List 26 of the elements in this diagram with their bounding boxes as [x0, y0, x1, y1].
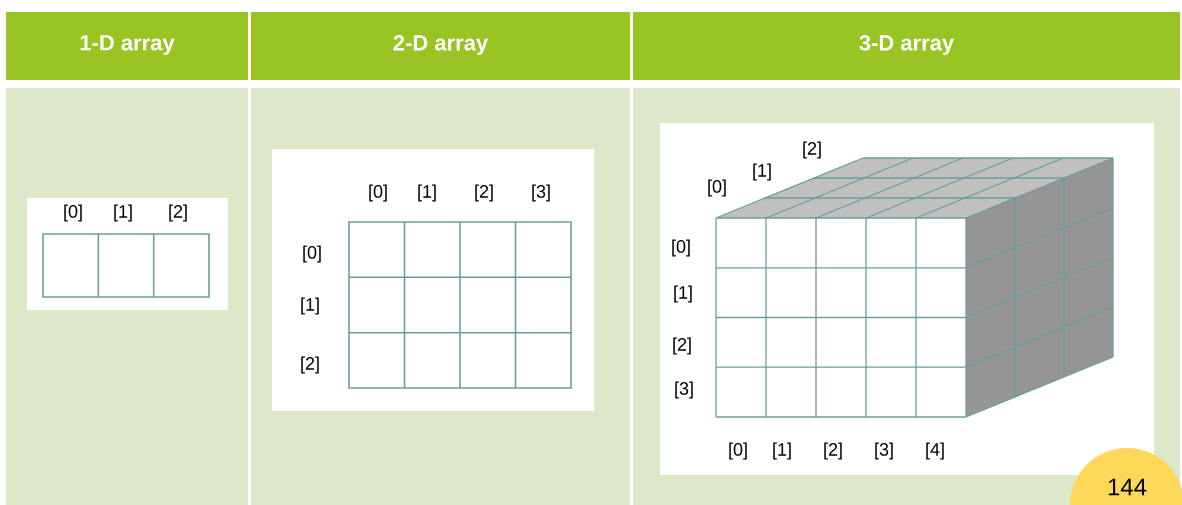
index-label: [2] [475, 184, 493, 202]
index-label: [1] [418, 184, 436, 202]
header-cell: 2-D array [251, 12, 630, 80]
header-cell: 3-D array [633, 12, 1180, 80]
index-label: [0] [303, 245, 321, 263]
index-label: [1] [301, 297, 319, 315]
index-label: [1] [753, 163, 771, 181]
index-label: [3] [875, 442, 893, 460]
index-label: [0] [672, 239, 690, 257]
index-label: [2] [169, 204, 187, 222]
index-label: [0] [729, 442, 747, 460]
index-label: [1] [114, 204, 132, 222]
header-cell: 1-D array [6, 12, 248, 80]
index-label: [2] [824, 442, 842, 460]
index-label: [1] [674, 285, 692, 303]
index-label: [1] [773, 442, 791, 460]
index-label: [3] [675, 381, 693, 399]
index-label: [0] [708, 179, 726, 197]
index-label: [2] [301, 356, 319, 374]
index-label: [2] [673, 337, 691, 355]
index-label: [0] [369, 184, 387, 202]
index-label: [4] [926, 442, 944, 460]
page-number-badge: 144 [1070, 448, 1182, 505]
index-label: [3] [532, 184, 550, 202]
index-label: [0] [64, 204, 82, 222]
index-label: [2] [803, 141, 821, 159]
